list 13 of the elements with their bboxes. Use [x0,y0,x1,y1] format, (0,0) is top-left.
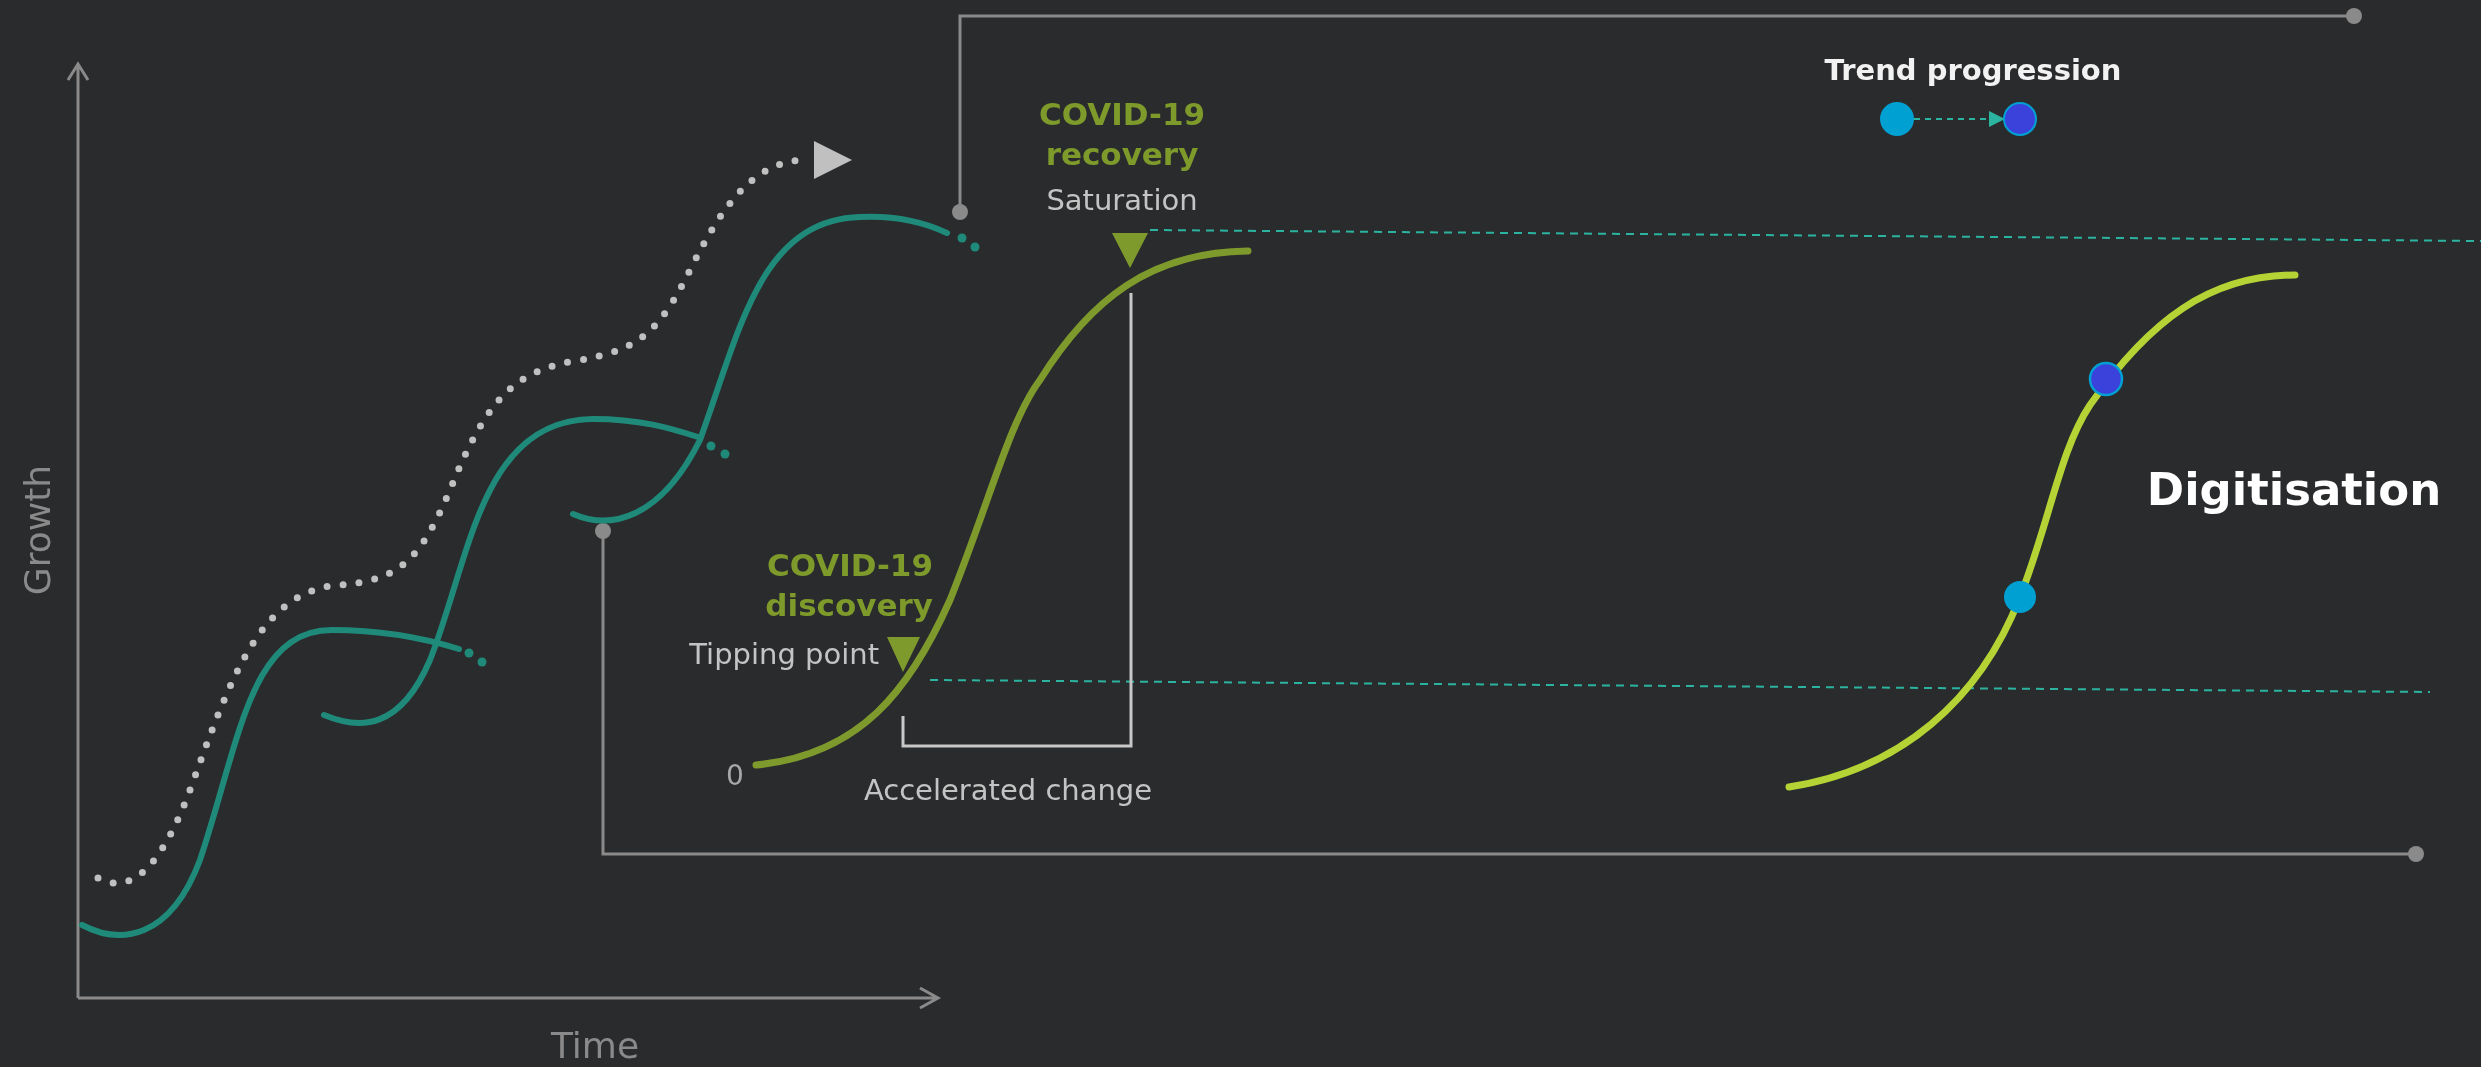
stage-label: Saturation [1046,182,1198,220]
dimension-label: Accelerated change [863,772,1153,810]
axis-tick-label: 0 [726,757,744,794]
axis-label: Growth [15,464,59,596]
circle-marker [1880,102,1914,136]
stage-label: Tipping point [689,636,879,674]
arrow [1913,111,2005,127]
legend-title: Trend progression [1824,52,2122,90]
circle-marker [2003,102,2037,136]
curve-title: Digitisation [2146,461,2442,518]
event-label: COVID-19 recovery [1037,94,1207,174]
axis-label: Time [550,1023,640,1067]
event-label: COVID-19 discovery [764,545,933,625]
